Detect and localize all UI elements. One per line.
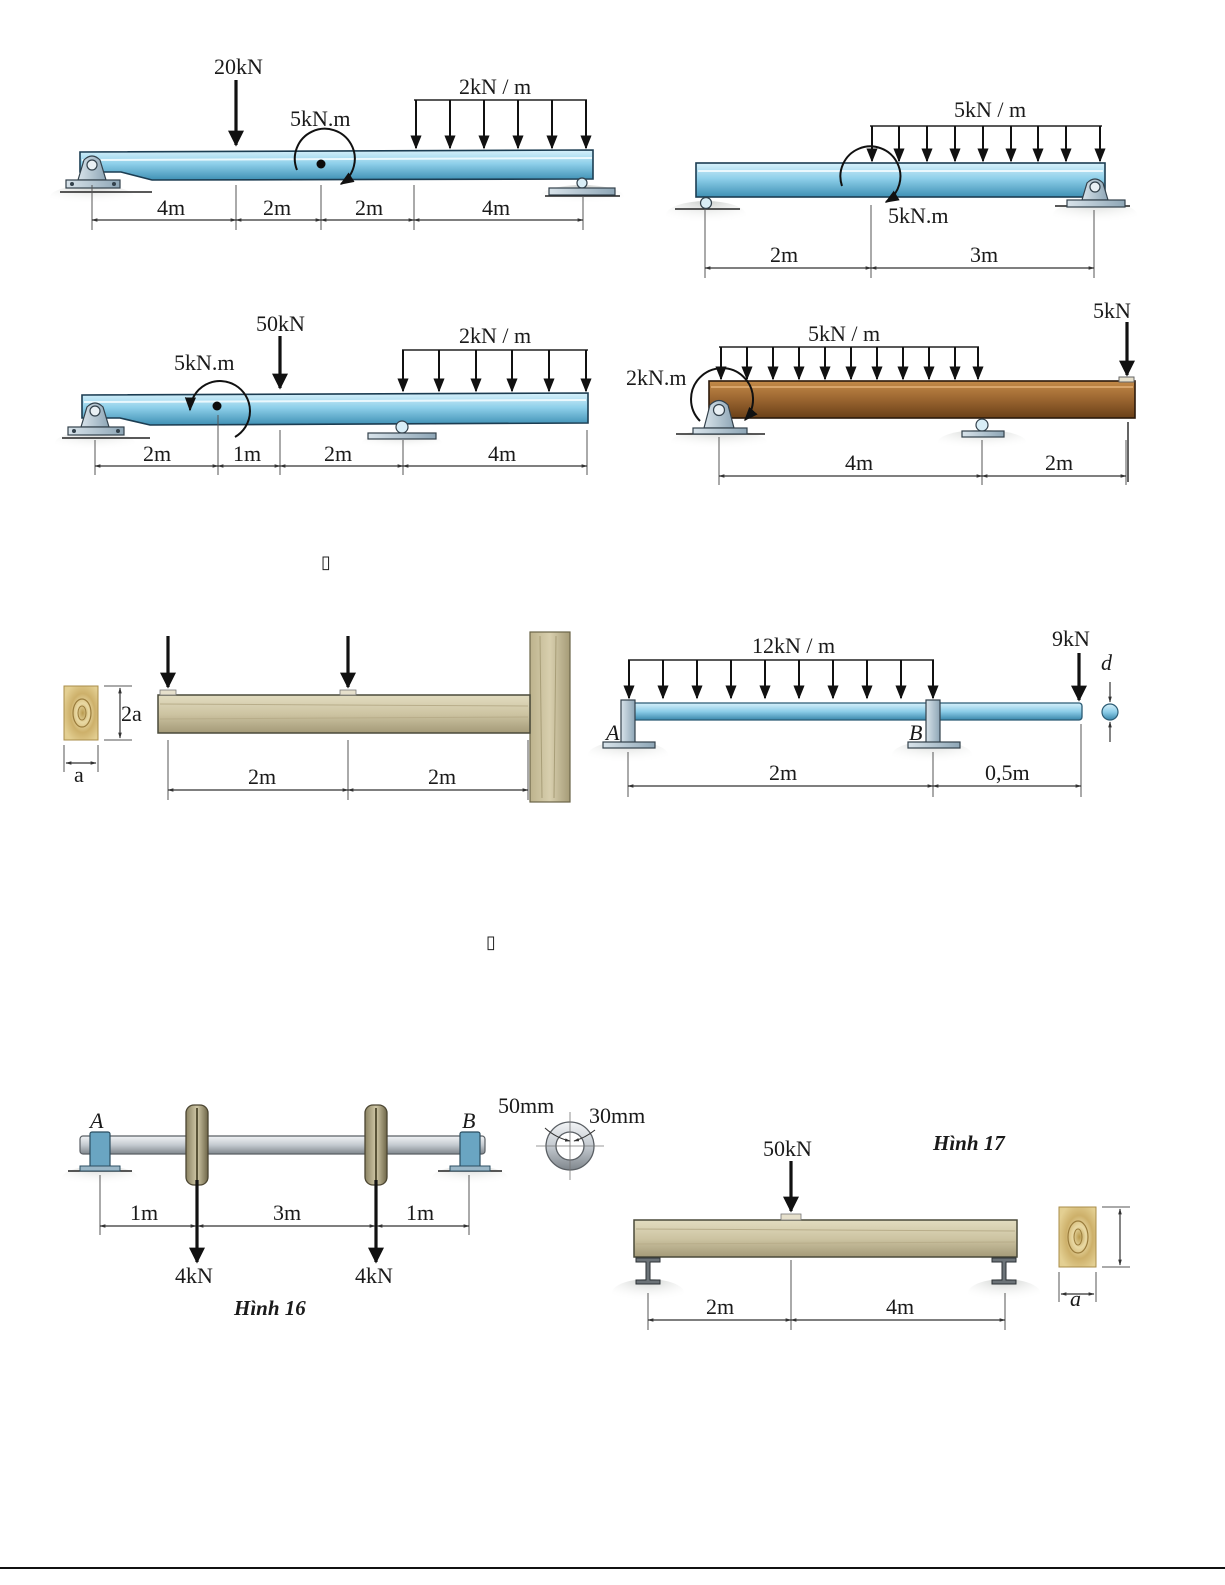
fig1-beam-diagram: 20kN 5kN.m 2kN / m 4m 2m 2m 4m: [50, 54, 624, 230]
fig1-dim-4: 4m: [482, 195, 510, 220]
fig1-moment-label: 5kN.m: [290, 106, 351, 131]
fig17-section-block: [1059, 1207, 1096, 1267]
fig1-beam: [80, 150, 593, 180]
fig6-overhang-diagram: A B 12kN / m 9kN d 2m 0,5: [588, 626, 1118, 797]
fig3-load-label: 50kN: [256, 311, 305, 336]
fig6-distributed-label: 12kN / m: [752, 633, 835, 658]
fig4-load-label: 5kN: [1093, 298, 1131, 323]
fig17-dim-2: 4m: [886, 1294, 914, 1319]
fig16-caption: Hình 16: [233, 1296, 306, 1320]
fig16-outer-diameter: 50mm: [498, 1093, 554, 1118]
fig17-load-label: 50kN: [763, 1136, 812, 1161]
fig3-beam: [82, 393, 588, 425]
fig6-dim-2: 0,5m: [985, 760, 1030, 785]
fig1-dim-3: 2m: [355, 195, 383, 220]
fig5-dim-1: 2m: [248, 764, 276, 789]
fig1-dimensions: 4m 2m 2m 4m: [92, 185, 583, 230]
fig4-dimensions: 4m 2m: [719, 437, 1126, 485]
fig5-cantilever-diagram: 2a a 2m 2m: [64, 632, 570, 802]
fig6-support-a-label: A: [604, 720, 620, 745]
fig2-distributed-load: [870, 126, 1102, 161]
fig1-dim-1: 4m: [157, 195, 185, 220]
fig3-dim-2: 1m: [233, 441, 261, 466]
fig6-dimensions: 2m 0,5m: [628, 724, 1081, 797]
fig6-rod-section: [1102, 704, 1118, 720]
fig17-caption: Hình 17: [932, 1131, 1006, 1155]
fig16-dimensions: 1m 3m 1m: [100, 1175, 469, 1235]
fig2-beam-diagram: 5kN / m 5kN.m 2m 3m: [666, 97, 1137, 278]
fig16-pulley-right: [365, 1105, 387, 1185]
fig4-distributed-load: [719, 347, 979, 379]
fig16-load-left-label: 4kN: [175, 1263, 213, 1288]
fig17-support-left: [636, 1258, 660, 1284]
fig16-support-a-label: A: [88, 1108, 104, 1133]
fig16-load-right-label: 4kN: [355, 1263, 393, 1288]
fig16-shaft-diagram: A B 4kN 4kN 1m 3m 1m: [62, 1093, 645, 1320]
fig5-dimensions: 2m 2m: [168, 740, 528, 800]
fig3-distributed-label: 2kN / m: [459, 323, 531, 348]
fig6-dim-1: 2m: [769, 760, 797, 785]
fig2-distributed-label: 5kN / m: [954, 97, 1026, 122]
fig2-dim-1: 2m: [770, 242, 798, 267]
fig4-dim-1: 4m: [845, 450, 873, 475]
fig3-distributed-load: [402, 350, 588, 391]
fig16-dim-1: 1m: [130, 1200, 158, 1225]
fig5-section-block: [64, 686, 98, 740]
fig16-dim-3: 1m: [406, 1200, 434, 1225]
fig4-dim-2: 2m: [1045, 450, 1073, 475]
fig6-load-label: 9kN: [1052, 626, 1090, 651]
fig16-shaft: [80, 1136, 485, 1154]
fig3-dim-3: 2m: [324, 441, 352, 466]
fig17-dimensions: 2m 4m: [648, 1260, 1005, 1330]
fig16-support-b-label: B: [462, 1108, 475, 1133]
fig6-diameter-label: d: [1101, 650, 1113, 675]
fig17-beam: [634, 1220, 1017, 1257]
fig5-section-width: a: [74, 762, 84, 787]
fig2-dim-2: 3m: [970, 242, 998, 267]
fig16-inner-diameter: 30mm: [589, 1103, 645, 1128]
fig16-dim-2: 3m: [273, 1200, 301, 1225]
fig5-dim-2: 2m: [428, 764, 456, 789]
fig5-section-height: 2a: [121, 701, 142, 726]
missing-glyph-1: ▯: [321, 552, 331, 573]
fig4-beam-diagram: 5kN 5kN / m 2kN.m 4m 2m: [626, 298, 1135, 485]
fig4-moment-label: 2kN.m: [626, 365, 687, 390]
fig17-support-right: [992, 1258, 1016, 1284]
fig17-dim-1: 2m: [706, 1294, 734, 1319]
fig1-distributed-label: 2kN / m: [459, 74, 531, 99]
fig3-moment-label: 5kN.m: [174, 350, 235, 375]
fig6-rod: [630, 703, 1082, 720]
fig1-dim-2: 2m: [263, 195, 291, 220]
fig1-load-label: 20kN: [214, 54, 263, 79]
fig17-section-width: a: [1070, 1286, 1081, 1311]
missing-glyph-2: ▯: [486, 932, 496, 953]
fig3-dim-1: 2m: [143, 441, 171, 466]
fig3-dim-4: 4m: [488, 441, 516, 466]
fig4-distributed-label: 5kN / m: [808, 321, 880, 346]
fig1-distributed-load: [414, 100, 587, 148]
fig3-beam-diagram: 50kN 5kN.m 2kN / m 2m 1m 2m 4m: [55, 311, 588, 475]
fig2-moment-label: 5kN.m: [888, 203, 949, 228]
fig5-beam: [158, 695, 530, 733]
fig2-roller-support: [701, 198, 712, 209]
fig5-wall: [530, 632, 570, 802]
fig6-support-b-label: B: [909, 720, 922, 745]
fig6-distributed-load: [628, 660, 934, 698]
fig4-roller-support: [962, 419, 1004, 437]
fig17-beam-diagram: 50kN Hình 17 2m 4m a: [612, 1131, 1130, 1330]
fig16-pulley-left: [186, 1105, 208, 1185]
fig1-roller-support: [549, 178, 615, 195]
